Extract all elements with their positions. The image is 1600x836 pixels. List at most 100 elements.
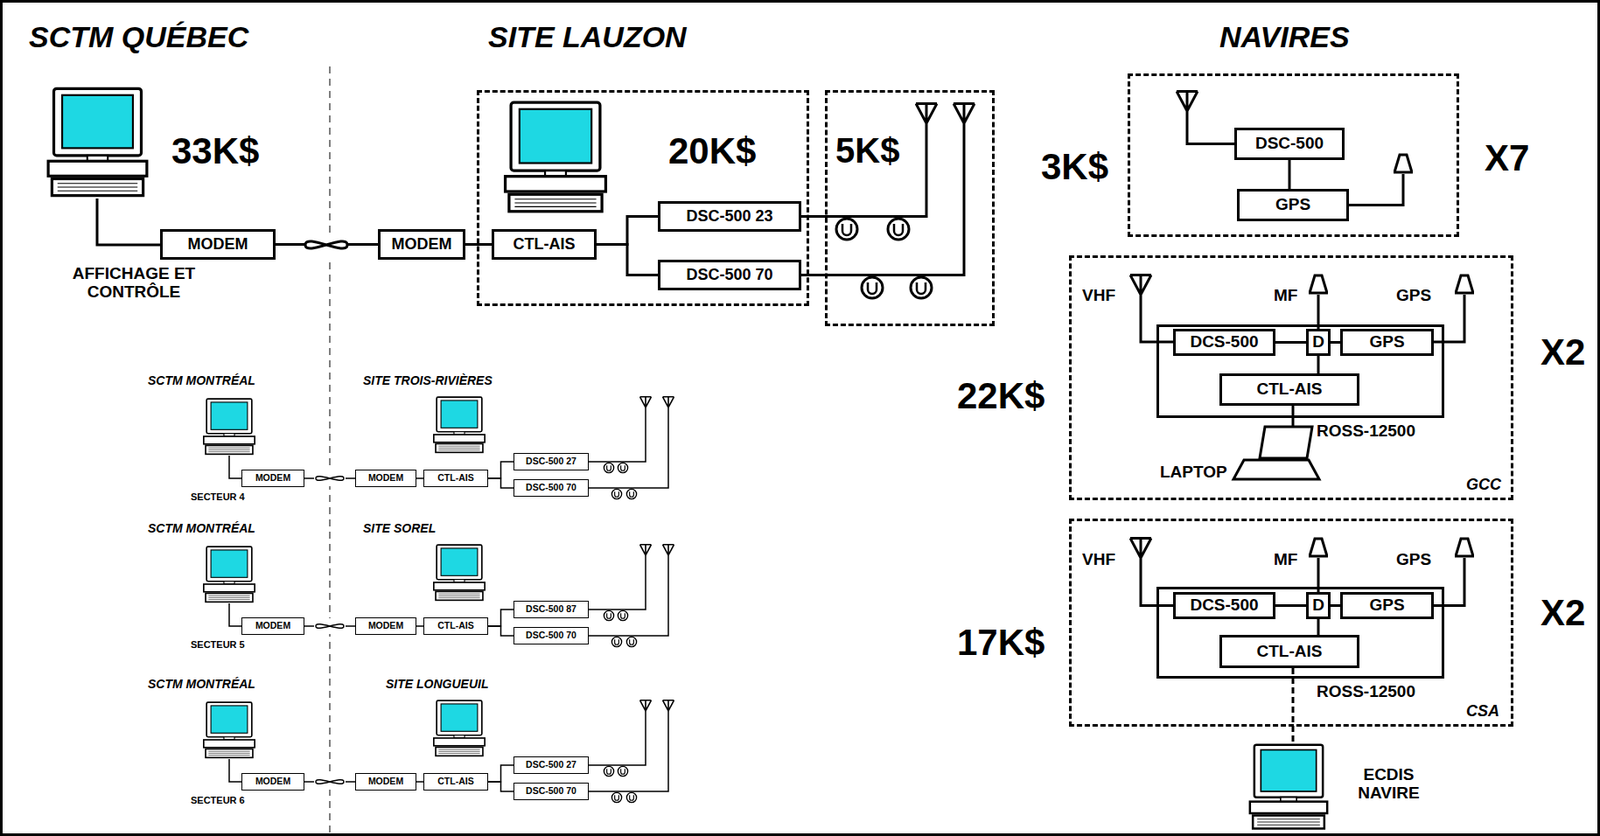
control-monitor — [48, 88, 147, 196]
device-box: CTL-AIS — [423, 617, 489, 636]
gps-antenna — [1455, 538, 1474, 557]
device-name: DCS-500 — [1189, 596, 1258, 615]
site-monitor — [505, 102, 607, 212]
cost-label: X7 — [1484, 138, 1530, 179]
annotation-label: MF — [1273, 551, 1298, 570]
site-row-art — [203, 397, 675, 500]
device-name: D — [1312, 596, 1325, 615]
device-name: CTL-AIS — [1257, 642, 1323, 662]
device-box: MODEM — [241, 469, 305, 488]
laptop-base — [1233, 460, 1320, 480]
antenna-feed — [824, 125, 965, 276]
wire-connector — [801, 273, 825, 277]
gps-antenna — [1455, 275, 1474, 294]
wire-connector — [488, 626, 514, 636]
wire-connector — [1275, 341, 1307, 344]
cost-label: ROSS-12500 — [1316, 683, 1416, 702]
device-box: GPS — [1236, 188, 1349, 222]
device-name: CTL-AIS — [437, 473, 474, 484]
device-box: DSC-500 70 — [513, 782, 589, 801]
device-box: DSC-500 70 — [513, 627, 589, 645]
device-box: DSC-500 27 — [513, 453, 589, 471]
device-name: D — [1312, 333, 1325, 352]
device-name: MODEM — [368, 621, 404, 632]
device-box: CTL-AIS — [1219, 635, 1360, 669]
device-name: MODEM — [255, 621, 291, 632]
mf-antenna — [1309, 275, 1328, 294]
vhf-antenna — [953, 104, 975, 126]
wire-connector — [416, 781, 424, 783]
wire-connector — [488, 782, 514, 792]
device-name: CTL-AIS — [1257, 380, 1323, 399]
phone-link-symbol — [305, 241, 348, 249]
device-name: DSC-500 70 — [525, 786, 577, 797]
annotation-label: MF — [1273, 286, 1298, 306]
device-box: GPS — [1340, 328, 1434, 357]
gps-antenna — [1394, 154, 1412, 173]
cost-group-frame: 17K$X2CSAROSS-12500DCS-500DGPSCTL-AIS — [1068, 518, 1514, 727]
wire-connector — [488, 609, 514, 627]
device-name: DCS-500 — [1189, 333, 1258, 352]
device-box: DSC-500 70 — [513, 479, 589, 497]
annotation-label: SCTM QUÉBEC — [28, 20, 249, 54]
annotation-label: VHF — [1082, 286, 1116, 306]
console-wire — [97, 198, 161, 245]
device-name: DSC-500 70 — [525, 630, 577, 642]
device-box: CTL-AIS — [491, 229, 597, 260]
device-box: CTL-AIS — [1219, 373, 1360, 406]
annotation-label: SITE TROIS-RIVIÈRES — [363, 374, 493, 388]
device-name: MODEM — [368, 473, 404, 484]
cost-label: 5K$ — [835, 131, 900, 170]
annotation-label: SCTM MONTRÉAL — [147, 522, 256, 536]
vhf-antenna — [915, 104, 937, 126]
vhf-antenna — [1130, 538, 1152, 561]
wire-connector — [801, 215, 825, 218]
cost-label: GCC — [1466, 476, 1502, 495]
wire-connector — [1275, 604, 1307, 608]
cost-label: ROSS-12500 — [1316, 422, 1416, 441]
device-box: DSC-500 87 — [513, 600, 589, 619]
device-box: MODEM — [355, 773, 417, 791]
coupler-symbol — [861, 277, 883, 299]
device-name: MODEM — [391, 236, 453, 254]
cost-group-frame: 3K$X7DSC-500GPS — [1127, 73, 1460, 238]
device-box: GPS — [1340, 592, 1434, 620]
wire-connector — [416, 477, 424, 480]
device-name: DSC-500 — [1255, 134, 1324, 154]
divider-line — [328, 66, 331, 834]
wire-connector — [596, 216, 658, 245]
device-box: MODEM — [377, 229, 466, 260]
cost-label: X2 — [1540, 332, 1586, 373]
bus-frame: ROSS-12500DCS-500DGPSCTL-AIS — [1156, 324, 1445, 419]
device-name: GPS — [1275, 195, 1311, 215]
annotation-label: VHF — [1082, 551, 1116, 570]
annotation-label: SECTEUR 4 — [190, 491, 245, 503]
device-box: MODEM — [241, 773, 305, 791]
wire-connector — [1330, 604, 1341, 608]
annotation-label: SCTM MONTRÉAL — [147, 677, 256, 692]
ecdis-link — [1292, 668, 1295, 744]
site-row-art — [203, 700, 675, 804]
device-box: DCS-500 — [1173, 328, 1276, 357]
site-row-art — [203, 544, 675, 648]
device-name: DSC-500 70 — [685, 266, 773, 285]
cost-group-frame: 5K$ — [824, 90, 995, 327]
device-name: DSC-500 27 — [525, 760, 577, 771]
wire-connector — [596, 244, 658, 276]
device-box: DCS-500 — [1173, 592, 1276, 620]
annotation-label: NAVIRES — [1219, 20, 1350, 54]
annotation-label: ECDIS NAVIRE — [1334, 766, 1444, 804]
device-name: MODEM — [368, 776, 404, 788]
device-box: DSC-500 27 — [513, 756, 589, 775]
device-box: DSC-500 23 — [657, 201, 802, 232]
ecdis-monitor — [1250, 745, 1328, 830]
wire-connector — [1330, 341, 1341, 344]
device-box: D — [1306, 592, 1331, 620]
link-gap — [305, 232, 348, 258]
cost-label: 3K$ — [1041, 146, 1109, 188]
device-name: CTL-AIS — [437, 776, 474, 788]
device-box: CTL-AIS — [423, 469, 489, 488]
cost-label: 22K$ — [957, 376, 1045, 417]
device-box: MODEM — [355, 617, 417, 636]
annotation-label: SITE SOREL — [363, 522, 436, 536]
